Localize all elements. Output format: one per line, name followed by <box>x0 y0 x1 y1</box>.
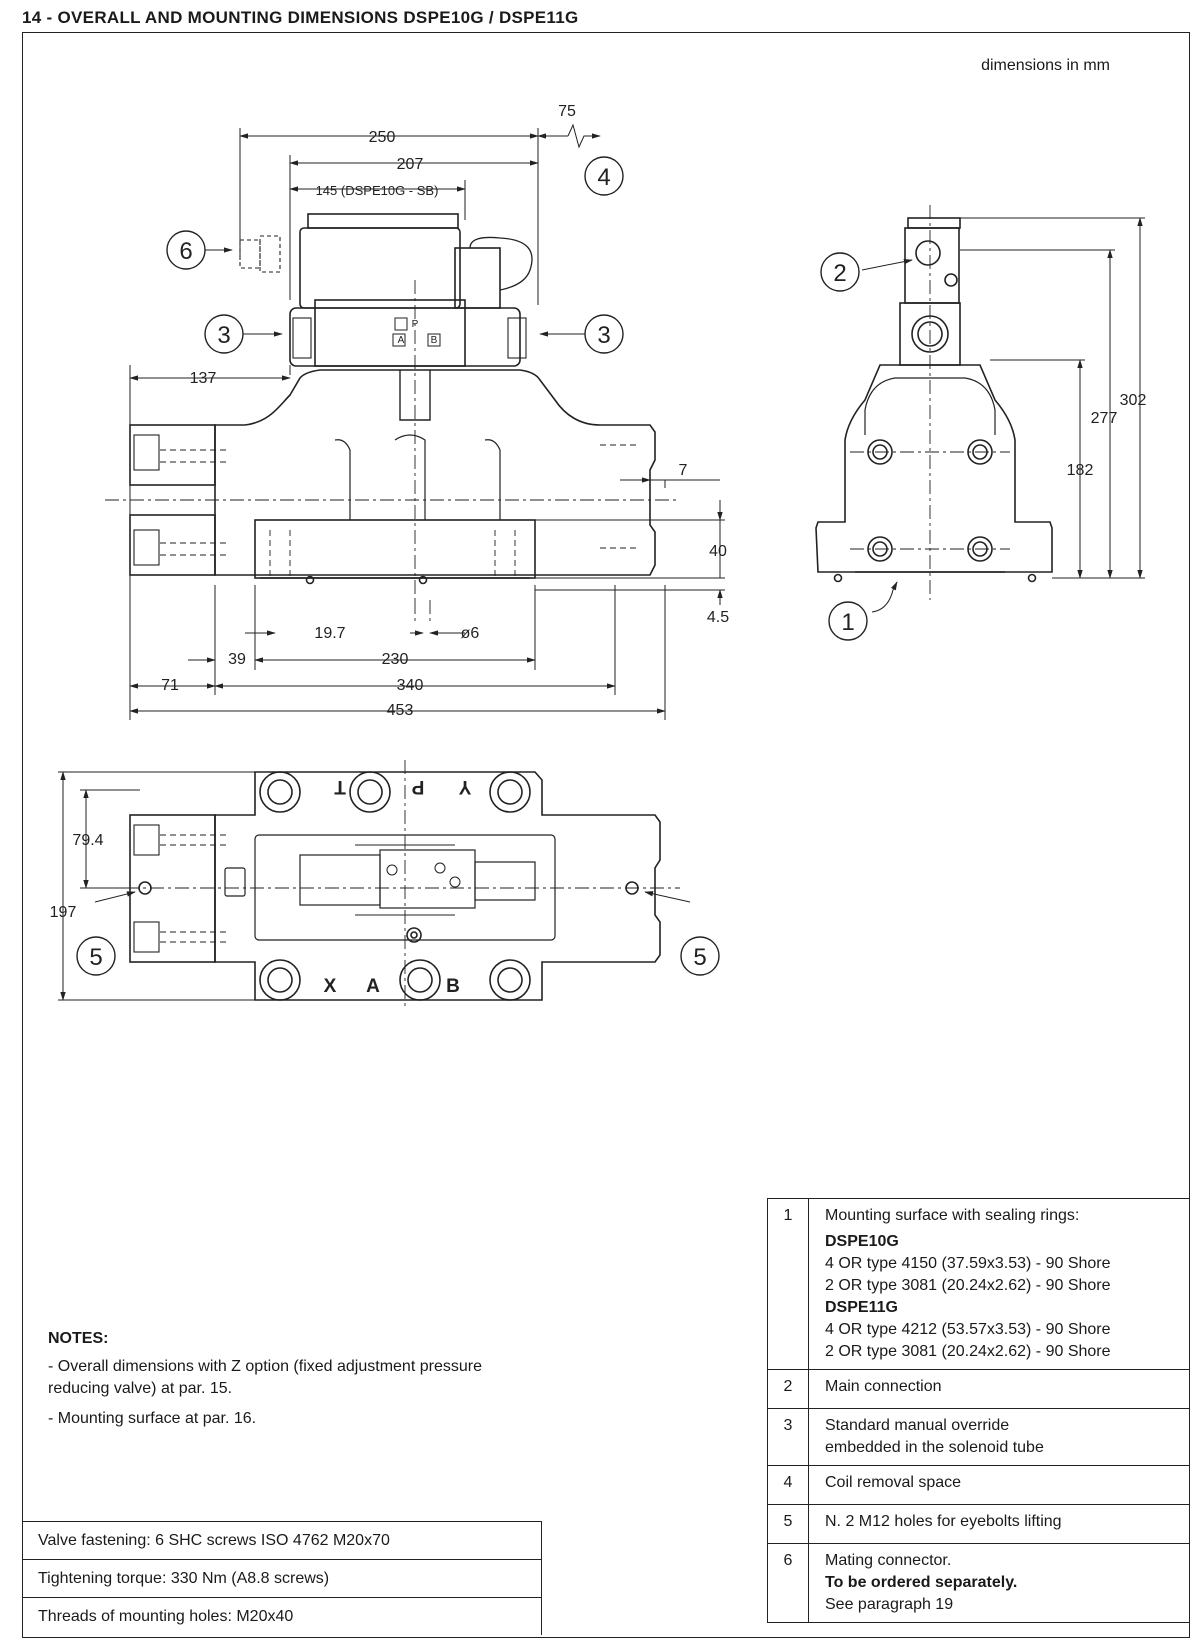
legend-line: Mounting surface with sealing rings: <box>825 1207 1080 1224</box>
dim-79-4: 79.4 <box>72 832 103 849</box>
port-x-label: X <box>324 976 337 997</box>
legend-text: N. 2 M12 holes for eyebolts lifting <box>808 1504 1190 1544</box>
legend-num: 4 <box>767 1465 809 1505</box>
legend-subtitle: DSPE11G <box>825 1299 898 1316</box>
table-row: Tightening torque: 330 Nm (A8.8 screws) <box>22 1559 542 1598</box>
port-p-label: P <box>411 776 424 797</box>
units-note: dimensions in mm <box>981 57 1110 74</box>
table-row: Valve fastening: 6 SHC screws ISO 4762 M… <box>22 1521 542 1560</box>
legend-line: See paragraph 19 <box>825 1596 954 1613</box>
port-y-label: Y <box>458 776 471 797</box>
side-view <box>815 217 1053 583</box>
table-row: Threads of mounting holes: M20x40 <box>22 1597 542 1635</box>
dim-7: 7 <box>679 462 688 479</box>
legend-line: 4 OR type 4150 (37.59x3.53) - 90 Shore <box>825 1255 1111 1272</box>
dim-19-7: 19.7 <box>314 625 345 642</box>
table-row: 1 Mounting surface with sealing rings: D… <box>767 1198 1190 1370</box>
specs-table: Valve fastening: 6 SHC screws ISO 4762 M… <box>22 1521 542 1635</box>
note-item: - Overall dimensions with Z option (fixe… <box>48 1358 482 1397</box>
legend-line: Standard manual override <box>825 1417 1010 1434</box>
dim-277: 277 <box>1091 410 1118 427</box>
legend-text: Main connection <box>808 1369 1190 1409</box>
legend-line: 2 OR type 3081 (20.24x2.62) - 90 Shore <box>825 1277 1111 1294</box>
spec-fastening: Valve fastening: 6 SHC screws ISO 4762 M… <box>22 1521 542 1560</box>
body-mark-a: A <box>398 335 405 346</box>
table-row: 4 Coil removal space <box>767 1465 1190 1505</box>
dim-71: 71 <box>161 677 179 694</box>
legend-text: Coil removal space <box>808 1465 1190 1505</box>
dim-137: 137 <box>190 370 217 387</box>
dim-207: 207 <box>397 156 424 173</box>
callout-1: 1 <box>841 609 854 636</box>
dim-182: 182 <box>1067 462 1094 479</box>
table-row: 2 Main connection <box>767 1369 1190 1409</box>
dim-453: 453 <box>387 702 414 719</box>
callout-4: 4 <box>597 164 610 191</box>
dim-230: 230 <box>382 651 409 668</box>
dim-197: 197 <box>50 904 77 921</box>
legend-line: 2 OR type 3081 (20.24x2.62) - 90 Shore <box>825 1343 1111 1360</box>
callout-5-right: 5 <box>693 944 706 971</box>
top-view <box>129 771 661 1001</box>
legend-num: 2 <box>767 1369 809 1409</box>
note-item: - Mounting surface at par. 16. <box>48 1410 257 1427</box>
legend-num: 1 <box>767 1198 809 1370</box>
drawing-frame <box>22 32 1190 1638</box>
dim-40: 40 <box>709 543 727 560</box>
body-mark-b: B <box>431 335 438 346</box>
spec-torque: Tightening torque: 330 Nm (A8.8 screws) <box>22 1559 542 1598</box>
table-row: 3 Standard manual override embedded in t… <box>767 1408 1190 1466</box>
legend-num: 5 <box>767 1504 809 1544</box>
legend-line: embedded in the solenoid tube <box>825 1439 1044 1456</box>
table-row: 6 Mating connector. To be ordered separa… <box>767 1543 1190 1623</box>
legend-subtitle: DSPE10G <box>825 1233 899 1250</box>
legend-line: Mating connector. <box>825 1552 952 1569</box>
callout-5-left: 5 <box>89 944 102 971</box>
legend-text: Standard manual override embedded in the… <box>808 1408 1190 1466</box>
callout-2: 2 <box>833 260 846 287</box>
front-view <box>129 213 656 585</box>
notes-title: NOTES: <box>48 1330 109 1347</box>
port-b-label: B <box>446 976 460 997</box>
body-mark-p: P <box>412 319 419 330</box>
legend-line: 4 OR type 4212 (53.57x3.53) - 90 Shore <box>825 1321 1111 1338</box>
table-row: 5 N. 2 M12 holes for eyebolts lifting <box>767 1504 1190 1544</box>
dim-6: ø6 <box>461 625 480 642</box>
legend-line: To be ordered separately. <box>825 1574 1018 1591</box>
dim-75: 75 <box>558 103 576 120</box>
legend-num: 6 <box>767 1543 809 1623</box>
legend-num: 3 <box>767 1408 809 1466</box>
dim-250: 250 <box>369 129 396 146</box>
dim-145: 145 (DSPE10G - SB) <box>316 183 439 198</box>
callout-3-right: 3 <box>597 322 610 349</box>
spec-threads: Threads of mounting holes: M20x40 <box>22 1597 542 1635</box>
legend-table: 1 Mounting surface with sealing rings: D… <box>767 1198 1190 1623</box>
legend-text: Mating connector. To be ordered separate… <box>808 1543 1190 1623</box>
legend-text: Mounting surface with sealing rings: DSP… <box>808 1198 1190 1370</box>
page-title: 14 - OVERALL AND MOUNTING DIMENSIONS DSP… <box>22 8 579 27</box>
callout-3-left: 3 <box>217 322 230 349</box>
callout-6: 6 <box>179 238 192 265</box>
port-t-label: T <box>334 776 346 797</box>
port-a-label: A <box>366 976 380 997</box>
dim-4-5: 4.5 <box>707 609 729 626</box>
dim-39: 39 <box>228 651 246 668</box>
dim-340: 340 <box>397 677 424 694</box>
notes-section: NOTES: - Overall dimensions with Z optio… <box>48 1328 518 1438</box>
dim-302: 302 <box>1120 392 1147 409</box>
